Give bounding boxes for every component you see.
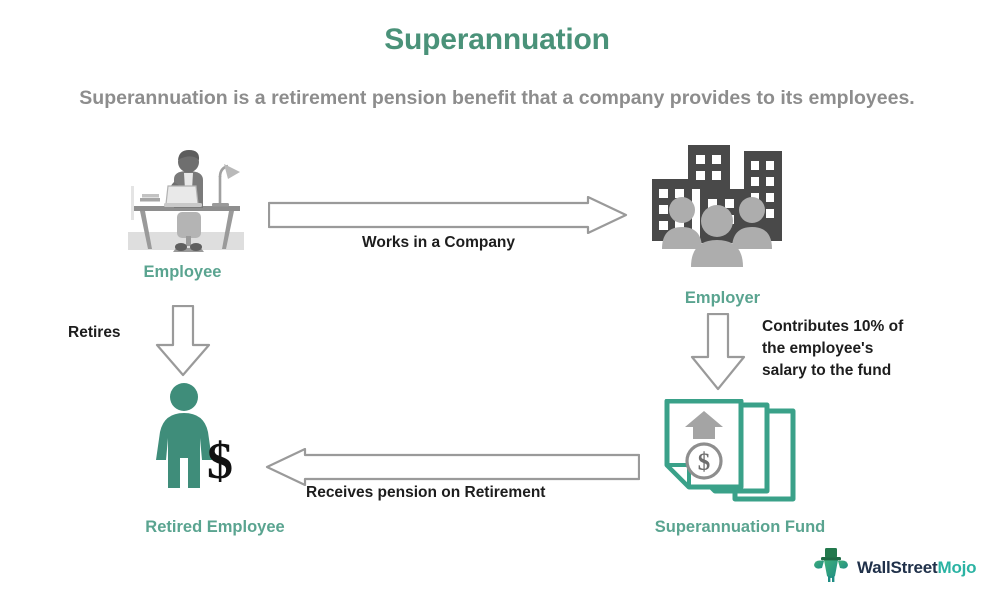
logo-text-wallstreet: WallStreet bbox=[857, 557, 938, 577]
arrow-label-works-in-a-company: Works in a Company bbox=[362, 234, 516, 251]
arrow-works-in-a-company bbox=[267, 195, 628, 235]
arrow-label-receives-pension: Receives pension on Retirement bbox=[306, 484, 546, 501]
wallstreetmojo-logo[interactable]: WallStreetMojo bbox=[812, 546, 977, 589]
page-title: Superannuation bbox=[384, 23, 610, 56]
arrow-label-contributes: Contributes 10% of the employee's salary… bbox=[762, 316, 962, 382]
standing-person-with-dollar-sign-icon: $ bbox=[148, 382, 248, 500]
person-at-desk-with-laptop-icon bbox=[124, 146, 248, 254]
arrow-label-contributes-line-2: the employee's bbox=[762, 340, 874, 357]
arrow-receives-pension bbox=[265, 447, 641, 487]
node-label-superannuation-fund: Superannuation Fund bbox=[654, 518, 826, 536]
office-buildings-with-people-icon bbox=[652, 145, 792, 275]
node-label-employee: Employee bbox=[143, 263, 222, 281]
page-subtitle: Superannuation is a retirement pension b… bbox=[79, 87, 915, 109]
documents-with-dollar-coin-and-up-arrow-icon: $ bbox=[663, 398, 799, 509]
node-label-employer: Employer bbox=[684, 289, 761, 307]
arrow-label-retires: Retires bbox=[68, 324, 121, 341]
node-label-retired-employee: Retired Employee bbox=[145, 518, 285, 536]
svg-text:$: $ bbox=[207, 433, 233, 490]
logo-text: WallStreetMojo bbox=[857, 557, 977, 578]
flexing-mascot-with-top-hat-icon bbox=[812, 546, 850, 589]
svg-text:$: $ bbox=[698, 449, 711, 476]
arrow-label-contributes-line-1: Contributes 10% of bbox=[762, 318, 904, 335]
arrow-retires bbox=[155, 304, 211, 377]
logo-text-mojo: Mojo bbox=[937, 557, 977, 577]
arrow-label-contributes-line-3: salary to the fund bbox=[762, 362, 892, 379]
arrow-contributes bbox=[690, 312, 746, 391]
